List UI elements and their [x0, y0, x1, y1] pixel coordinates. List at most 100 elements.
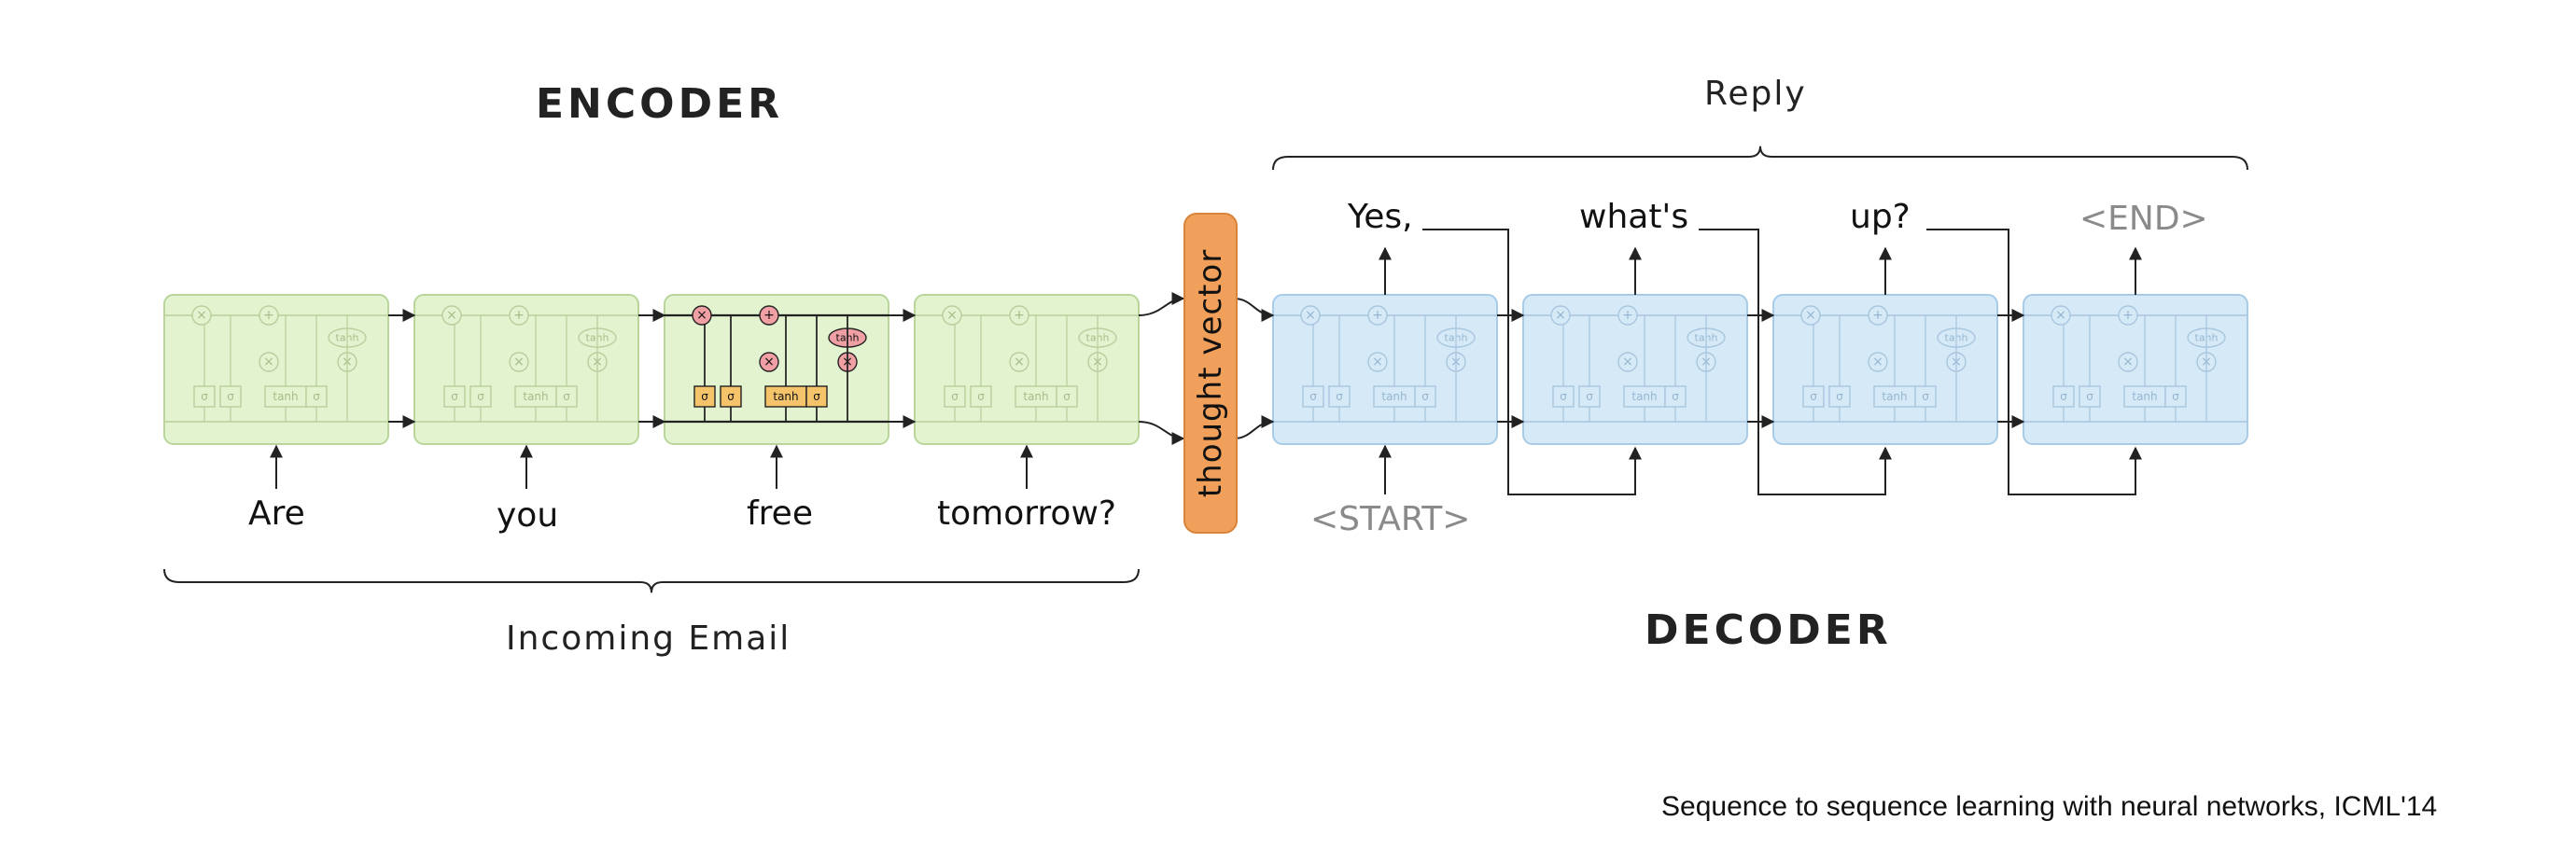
gate-box	[555, 385, 578, 408]
pointwise-op	[759, 305, 779, 326]
gate-label: σ	[1922, 390, 1929, 403]
pointwise-op	[509, 305, 529, 326]
gate-box	[193, 385, 216, 408]
citation: Sequence to sequence learning with neura…	[1661, 791, 2438, 822]
pointwise-op	[2051, 305, 2071, 326]
pointwise-op	[1868, 305, 1888, 326]
output-word-whats: what's	[1579, 198, 1689, 236]
pointwise-op	[1868, 352, 1888, 372]
pointwise-op	[509, 352, 529, 372]
input-word-tomorrow: tomorrow?	[937, 494, 1116, 533]
thought-vector: thought vector	[1183, 213, 1238, 534]
pointwise-op-label: ×	[2122, 355, 2134, 369]
gate-label: tanh	[1381, 390, 1407, 403]
gate-box	[2052, 385, 2075, 408]
pointwise-op	[2118, 305, 2138, 326]
from-thought-bottom	[1233, 415, 1275, 439]
gate-label: tanh	[1882, 390, 1907, 403]
gate-box	[944, 385, 966, 408]
pointwise-op-label: +	[1372, 308, 1383, 323]
output-word-yes: Yes,	[1348, 198, 1413, 236]
gate-label: σ	[2060, 390, 2067, 403]
thought-vector-label: thought vector	[1192, 248, 1229, 498]
gate-box	[1828, 385, 1851, 408]
incoming-email-label: Incoming Email	[506, 619, 791, 658]
gate-label: tanh	[1631, 390, 1657, 403]
gate-box	[805, 385, 828, 408]
gate-label: σ	[451, 390, 458, 403]
reply-label: Reply	[1704, 75, 1807, 113]
gate-label: tanh	[1023, 390, 1048, 403]
gate-label: σ	[2172, 390, 2179, 403]
gate-label: σ	[727, 390, 735, 403]
gate-box	[1578, 385, 1601, 408]
pointwise-op-label: +	[263, 308, 274, 323]
decoder-title: DECODER	[1645, 606, 1892, 654]
pointwise-op-label: +	[2122, 308, 2134, 323]
pointwise-op	[942, 305, 962, 326]
pointwise-op-label: +	[1622, 308, 1633, 323]
gate-label: σ	[227, 390, 234, 403]
pointwise-op	[441, 305, 462, 326]
pointwise-op-label: ×	[696, 308, 707, 323]
gate-box	[443, 385, 466, 408]
gate-label: σ	[1586, 390, 1593, 403]
gate-label: σ	[1309, 390, 1317, 403]
pointwise-op-label: +	[1872, 308, 1883, 323]
pointwise-op	[1300, 305, 1321, 326]
gate-box	[1914, 385, 1937, 408]
pointwise-op	[259, 305, 279, 326]
gate-label: σ	[201, 390, 208, 403]
pointwise-op-label: ×	[1805, 308, 1816, 323]
gate-label: tanh	[773, 390, 798, 403]
incoming-email-brace	[163, 568, 1140, 593]
gate-box	[2079, 385, 2101, 408]
gate-box	[1552, 385, 1575, 408]
pointwise-op-label: ×	[446, 308, 457, 323]
pointwise-op-label: ×	[946, 308, 958, 323]
input-word-free: free	[747, 494, 813, 533]
pointwise-op-label: ×	[1622, 355, 1633, 369]
pointwise-op-label: +	[763, 308, 775, 323]
pointwise-op-label: ×	[1014, 355, 1025, 369]
gate-label: σ	[313, 390, 320, 403]
from-thought-top	[1233, 298, 1275, 322]
gate-label: σ	[1421, 390, 1429, 403]
gate-label: σ	[1336, 390, 1343, 403]
gate-label: tanh	[523, 390, 548, 403]
pointwise-op-label: ×	[196, 308, 207, 323]
gate-box	[469, 385, 492, 408]
gate-box	[720, 385, 742, 408]
pointwise-op-label: ×	[263, 355, 274, 369]
pointwise-op-label: ×	[513, 355, 525, 369]
gate-box	[1328, 385, 1351, 408]
gate-label: σ	[1560, 390, 1567, 403]
pointwise-op-label: +	[1014, 308, 1025, 323]
gate-box	[970, 385, 992, 408]
pointwise-op	[1367, 352, 1388, 372]
input-word-you: you	[497, 496, 559, 535]
feedback-loop	[1926, 229, 2142, 495]
pointwise-op	[1800, 305, 1821, 326]
gate-box	[1414, 385, 1436, 408]
pointwise-op	[259, 352, 279, 372]
pointwise-op	[191, 305, 212, 326]
gate-box	[219, 385, 242, 408]
gate-box	[1056, 385, 1078, 408]
pointwise-op-label: +	[513, 308, 525, 323]
pointwise-op	[692, 305, 712, 326]
pointwise-op	[2118, 352, 2138, 372]
gate-box	[693, 385, 716, 408]
gate-label: tanh	[273, 390, 298, 403]
pointwise-op-label: ×	[763, 355, 775, 369]
gate-box	[1802, 385, 1825, 408]
pointwise-op	[1617, 305, 1638, 326]
gate-label: σ	[1810, 390, 1817, 403]
input-word-are: Are	[248, 494, 305, 533]
